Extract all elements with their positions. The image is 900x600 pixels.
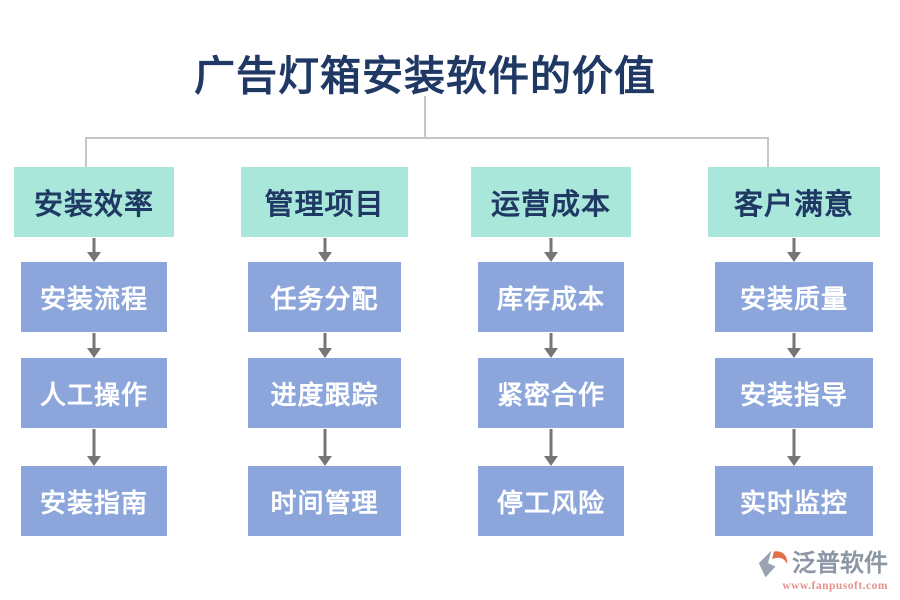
- connector-drop-right: [767, 137, 769, 167]
- flow-box: 安装指导: [715, 358, 873, 428]
- flow-box: 安装指南: [21, 466, 167, 536]
- flow-box: 任务分配: [248, 262, 401, 332]
- flow-column-install-efficiency: 安装效率 安装流程 人工操作 安装指南: [14, 167, 174, 536]
- fanpu-logo-icon: [758, 550, 788, 578]
- flow-column-customer-satisfaction: 客户满意 安装质量 安装指导 实时监控: [708, 167, 880, 536]
- brand-name: 泛普软件: [792, 551, 888, 577]
- down-arrow-icon: [543, 332, 559, 358]
- down-arrow-icon: [786, 237, 802, 262]
- flow-box: 停工风险: [478, 466, 624, 536]
- column-header: 运营成本: [471, 167, 631, 237]
- down-arrow-icon: [786, 332, 802, 358]
- connector-stem: [424, 96, 426, 137]
- brand-website: www.fanpusoft.com: [782, 580, 888, 592]
- flow-box: 安装质量: [715, 262, 873, 332]
- down-arrow-icon: [317, 237, 333, 262]
- down-arrow-icon: [86, 332, 102, 358]
- diagram-title: 广告灯箱安装软件的价值: [194, 53, 656, 99]
- down-arrow-icon: [86, 237, 102, 262]
- down-arrow-icon: [317, 428, 333, 466]
- down-arrow-icon: [86, 428, 102, 466]
- flow-column-manage-projects: 管理项目 任务分配 进度跟踪 时间管理: [241, 167, 408, 536]
- fanpu-watermark: 泛普软件 www.fanpusoft.com: [738, 549, 888, 592]
- flow-column-operating-cost: 运营成本 库存成本 紧密合作 停工风险: [471, 167, 631, 536]
- flow-box: 人工操作: [21, 358, 167, 428]
- down-arrow-icon: [543, 428, 559, 466]
- flow-box: 进度跟踪: [248, 358, 401, 428]
- column-header: 客户满意: [708, 167, 880, 237]
- down-arrow-icon: [317, 332, 333, 358]
- flow-box: 安装流程: [21, 262, 167, 332]
- down-arrow-icon: [786, 428, 802, 466]
- flow-box: 实时监控: [715, 466, 873, 536]
- down-arrow-icon: [543, 237, 559, 262]
- flow-box: 紧密合作: [478, 358, 624, 428]
- connector-horizontal: [85, 137, 769, 139]
- column-header: 安装效率: [14, 167, 174, 237]
- connector-drop-left: [85, 137, 87, 167]
- flow-box: 时间管理: [248, 466, 401, 536]
- column-header: 管理项目: [241, 167, 408, 237]
- flow-box: 库存成本: [478, 262, 624, 332]
